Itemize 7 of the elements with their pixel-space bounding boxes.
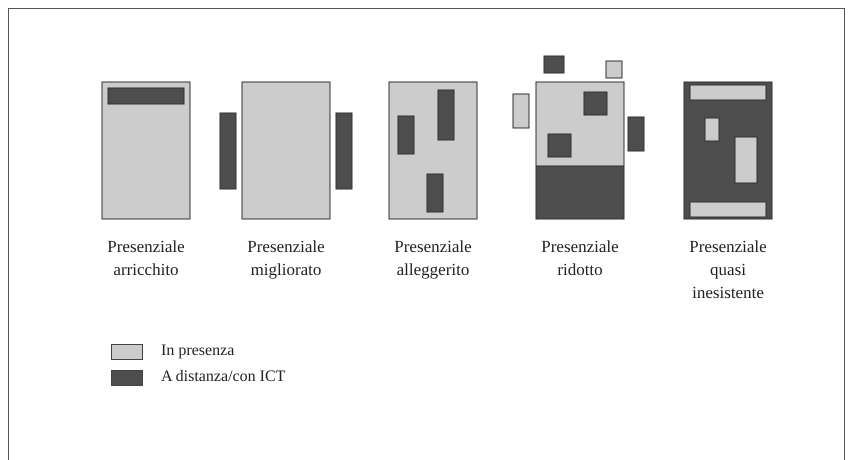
caption-text: Presenziale arricchito — [106, 236, 186, 281]
caption-text: Presenziale alleggerito — [393, 236, 473, 281]
caption-text: Presenziale quasi inesistente — [688, 236, 768, 304]
caption-text: Presenziale ridotto — [540, 236, 620, 281]
legend-label: A distanza/con ICT — [161, 368, 286, 386]
caption-text: Presenziale migliorato — [246, 236, 326, 281]
legend-label: In presenza — [161, 342, 234, 360]
